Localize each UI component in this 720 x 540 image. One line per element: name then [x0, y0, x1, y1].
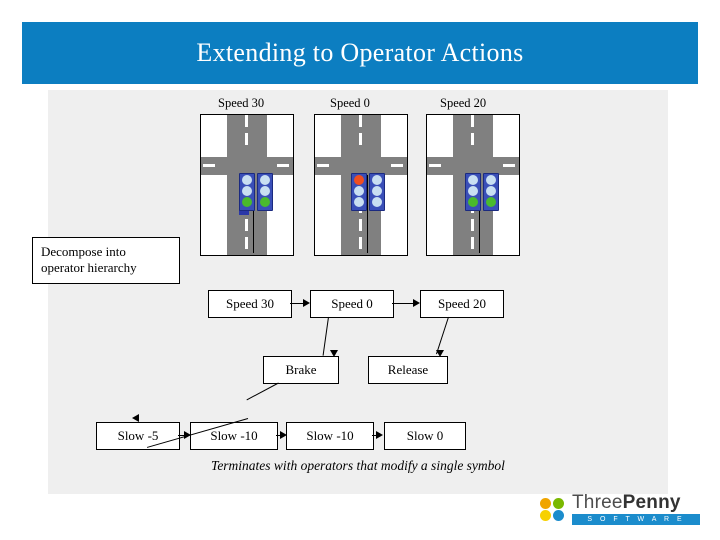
- yellow-lamp-icon: [468, 186, 478, 196]
- node-speed-30[interactable]: Speed 30: [208, 290, 292, 318]
- yellow-lamp-icon: [242, 186, 252, 196]
- traffic-signal-near: [239, 173, 255, 211]
- intersection-scene-3: [426, 114, 520, 256]
- arrow-head: [280, 431, 287, 439]
- arrow-head: [132, 414, 139, 422]
- node-brake[interactable]: Brake: [263, 356, 339, 384]
- green-lamp-icon: [242, 197, 252, 207]
- threepenny-logo: ThreePenny S O F T W A R E: [540, 492, 700, 528]
- red-lamp-icon: [260, 175, 270, 185]
- lane-marking: [317, 164, 329, 167]
- traffic-signal-near: [465, 173, 481, 211]
- yellow-lamp-icon: [260, 186, 270, 196]
- red-lamp-icon: [468, 175, 478, 185]
- logo-dot-yellow-icon: [540, 510, 551, 521]
- arrow-head: [330, 350, 338, 357]
- logo-word-three: Three: [572, 492, 623, 513]
- connector-slow5-slow10: [178, 435, 188, 436]
- intersection-label-3: Speed 20: [440, 96, 487, 110]
- green-lamp-icon: [372, 197, 382, 207]
- lane-marking: [245, 237, 248, 249]
- lane-marking: [245, 133, 248, 145]
- logo-dot-orange-icon: [540, 498, 551, 509]
- horizontal-road: [201, 157, 293, 175]
- connector-speed0-brake: [322, 316, 329, 356]
- horizontal-road: [315, 157, 407, 175]
- node-speed-0[interactable]: Speed 0: [310, 290, 394, 318]
- logo-dot-blue-icon: [553, 510, 564, 521]
- traffic-signal-far: [257, 173, 273, 211]
- horizontal-road: [427, 157, 519, 175]
- logo-dots-icon: [540, 498, 566, 521]
- lane-marking: [359, 219, 362, 231]
- node-slow-minus10-a[interactable]: Slow -10: [190, 422, 278, 450]
- page-title: Extending to Operator Actions: [196, 38, 524, 67]
- road-edge: [253, 175, 254, 253]
- road-edge: [367, 175, 368, 253]
- green-lamp-icon: [260, 197, 270, 207]
- intersection-scene-2: [314, 114, 408, 256]
- lane-marking: [203, 164, 215, 167]
- lane-marking: [277, 164, 289, 167]
- red-lamp-icon: [242, 175, 252, 185]
- traffic-signal-far: [483, 173, 499, 211]
- content-panel: Speed 30 Speed 0 Speed 20: [32, 90, 668, 494]
- logo-tagline: S O F T W A R E: [572, 514, 700, 525]
- callout-line-2: operator hierarchy: [41, 260, 137, 276]
- connector-brake-slow5: [246, 382, 279, 401]
- logo-dot-green-icon: [553, 498, 564, 509]
- node-release[interactable]: Release: [368, 356, 448, 384]
- logo-wordmark: ThreePenny: [572, 492, 681, 514]
- callout-line-1: Decompose into: [41, 244, 126, 259]
- arrow-head: [413, 299, 420, 307]
- red-lamp-icon: [354, 175, 364, 185]
- road-edge: [479, 175, 480, 253]
- connector-speed30-speed0: [290, 303, 303, 304]
- lane-marking: [359, 133, 362, 145]
- red-lamp-icon: [372, 175, 382, 185]
- arrow-head: [376, 431, 383, 439]
- callout-decompose: Decompose into operator hierarchy: [32, 237, 180, 284]
- intersection-diagram-row: Speed 30 Speed 0 Speed 20: [48, 90, 668, 256]
- arrow-head: [436, 350, 444, 357]
- lane-marking: [471, 237, 474, 249]
- arrow-head: [303, 299, 310, 307]
- lane-marking: [429, 164, 441, 167]
- lane-marking: [471, 115, 474, 127]
- lane-marking: [359, 237, 362, 249]
- yellow-lamp-icon: [372, 186, 382, 196]
- connector-speed20-release: [435, 316, 449, 355]
- node-speed-20[interactable]: Speed 20: [420, 290, 504, 318]
- green-lamp-icon: [354, 197, 364, 207]
- lane-marking: [391, 164, 403, 167]
- traffic-signal-near: [351, 173, 367, 211]
- intersection-scene-1: [200, 114, 294, 256]
- lane-marking: [503, 164, 515, 167]
- traffic-signal-far: [369, 173, 385, 211]
- lane-marking: [359, 115, 362, 127]
- red-lamp-icon: [486, 175, 496, 185]
- lane-marking: [245, 115, 248, 127]
- lane-marking: [245, 219, 248, 231]
- node-slow-0[interactable]: Slow 0: [384, 422, 466, 450]
- lane-marking: [471, 133, 474, 145]
- intersection-label-2: Speed 0: [330, 96, 370, 110]
- intersection-label-1: Speed 30: [218, 96, 265, 110]
- node-slow-minus5[interactable]: Slow -5: [96, 422, 180, 450]
- connector-speed0-speed20: [392, 303, 413, 304]
- arrow-head: [184, 431, 191, 439]
- yellow-lamp-icon: [486, 186, 496, 196]
- title-bar: Extending to Operator Actions: [22, 22, 698, 84]
- green-lamp-icon: [486, 197, 496, 207]
- green-lamp-icon: [468, 197, 478, 207]
- yellow-lamp-icon: [354, 186, 364, 196]
- node-slow-minus10-b[interactable]: Slow -10: [286, 422, 374, 450]
- logo-word-penny: Penny: [622, 492, 681, 513]
- footer-note: Terminates with operators that modify a …: [211, 458, 505, 473]
- lane-marking: [471, 219, 474, 231]
